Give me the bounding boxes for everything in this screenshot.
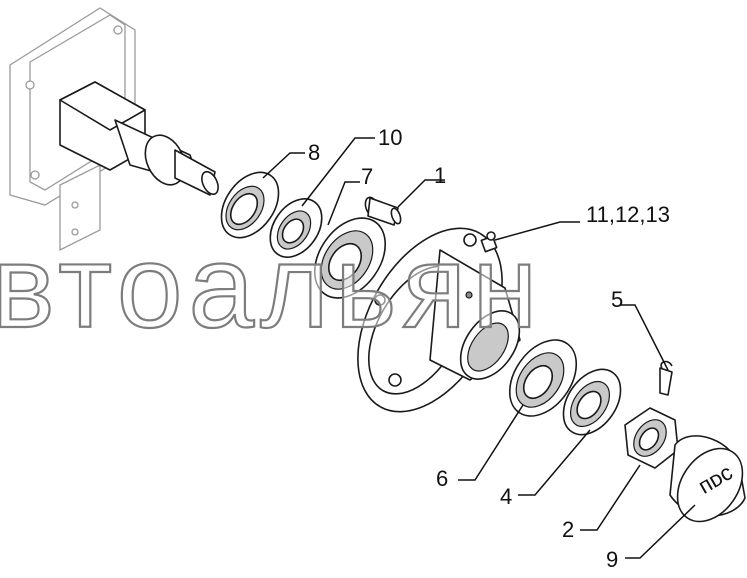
spindle-axle xyxy=(59,81,219,196)
callout-7: 7 xyxy=(361,164,373,189)
watermark-text: втоальян xyxy=(0,221,543,353)
leader-lines xyxy=(262,137,696,559)
callout-2: 2 xyxy=(562,517,574,542)
callout-5: 5 xyxy=(611,287,623,312)
callout-11-12-13: 11,12,13 xyxy=(586,202,670,227)
part-4-washer xyxy=(562,368,622,436)
part-11-12-13-grease-nipple xyxy=(480,231,498,253)
wheel-hub xyxy=(357,227,521,413)
callout-1: 1 xyxy=(434,163,446,188)
part-5-cotter-pin xyxy=(659,360,673,396)
callout-10: 10 xyxy=(378,125,402,150)
part-2-castle-nut xyxy=(624,407,679,469)
callout-6: 6 xyxy=(436,466,448,491)
part-8-seal xyxy=(220,171,280,239)
callout-4: 4 xyxy=(500,484,512,509)
part-9-hub-cap: ᴨᴅᴄ xyxy=(669,435,746,523)
callout-8: 8 xyxy=(308,140,320,165)
part-1-wheel-stud xyxy=(364,196,402,226)
part-7-inner-bearing xyxy=(313,217,387,299)
callout-9: 9 xyxy=(606,547,618,572)
part-10-washer xyxy=(269,198,323,258)
